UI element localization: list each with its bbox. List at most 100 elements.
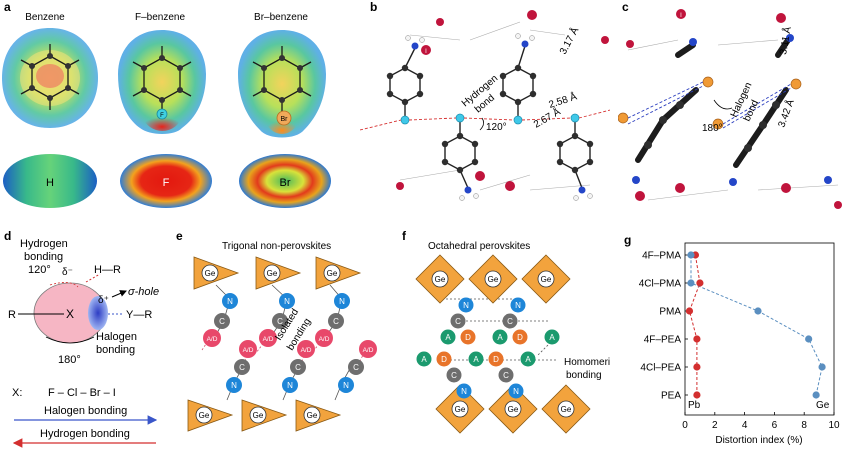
benzene-side-view: H	[3, 154, 97, 208]
f-benzene-side-view: F	[120, 154, 212, 208]
ad-label-e-3: A/D	[319, 336, 330, 343]
n-label-f-2: N	[515, 301, 521, 310]
data-point-pb	[696, 279, 704, 287]
ge-triangles-top	[193, 256, 362, 290]
bonding-schematic: Hydrogen bonding 120° δ⁻ H—R δ⁺ σ-hole R…	[8, 238, 159, 448]
ad-label-e-6: A/D	[363, 347, 374, 354]
angle-120-label: 120°	[28, 264, 51, 276]
c-label-f-2: C	[507, 317, 513, 326]
c-label-f-1: C	[455, 317, 461, 326]
hydrogen-bonding-arrow-label: Hydrogen bonding	[40, 428, 130, 440]
c-label-f-3: C	[451, 371, 457, 380]
octahedral-perovskite-schematic: Octahedral perovskites Ge Ge Ge Ge Ge Ge	[415, 241, 615, 434]
x-atom-label: X	[66, 307, 74, 321]
c-label-e-3: C	[333, 317, 339, 326]
iodide-label: I	[425, 49, 427, 55]
ge-label-e-4: Ge	[199, 411, 210, 420]
title-benzene: Benzene	[25, 12, 65, 23]
y-tick-label: 4Cl–PEA	[640, 363, 681, 374]
angle-120: 120°	[486, 122, 507, 133]
x-tick-label: 6	[772, 420, 778, 431]
n-label-e-2: N	[284, 297, 290, 306]
d-label-f-2: D	[517, 333, 523, 342]
panel-label-d: d	[4, 229, 12, 243]
panel-b: b	[359, 0, 611, 215]
data-point-ge	[687, 279, 695, 287]
organic-chains-lower	[226, 340, 377, 393]
ad-label-e-4: A/D	[243, 347, 254, 354]
data-point-pb	[693, 363, 701, 371]
data-point-pb	[685, 307, 694, 315]
ge-label-e-5: Ge	[253, 411, 264, 420]
panel-label-f: f	[402, 229, 406, 243]
x-axis-title: Distortion index (%)	[715, 435, 802, 446]
ad-label-e-5: A/D	[301, 347, 312, 354]
a-label-f-6: A	[525, 355, 531, 364]
data-point-ge	[818, 363, 826, 371]
n-label-e-1: N	[227, 297, 233, 306]
n-label-f-4: N	[513, 387, 519, 396]
x-tick-label: 10	[828, 420, 840, 431]
y-tick-label: PEA	[661, 391, 681, 402]
y-tick-label: 4F–PMA	[642, 251, 681, 262]
ge-label-f-1: Ge	[435, 275, 446, 284]
data-point-ge	[812, 391, 820, 399]
panel-label-e: e	[176, 229, 183, 243]
electrostatic-potential-maps: Benzene F–benzene Br–benzene	[2, 12, 331, 208]
panel-label-g: g	[624, 233, 632, 247]
band-label-br: Br	[280, 177, 291, 189]
panel-d: d Hydrogen bonding 120° δ⁻ H—R δ⁺ σ-hole…	[0, 225, 170, 448]
organic-layer	[416, 297, 560, 399]
ge-label-f-4: Ge	[455, 405, 466, 414]
a-label-f-4: A	[421, 355, 427, 364]
distance-3-11: 3.11 Å	[776, 25, 794, 55]
c-label-e-5: C	[295, 363, 301, 372]
c-label-e-1: C	[219, 317, 225, 326]
panel-f: f Octahedral perovskites Ge Ge Ge Ge Ge …	[398, 225, 615, 448]
h-r-label: H—R	[94, 264, 121, 276]
delta-minus: δ⁻	[62, 267, 73, 278]
ad-label-e-1: A/D	[207, 336, 218, 343]
panel-label-a: a	[4, 0, 11, 14]
ge-label-f-6: Ge	[561, 405, 572, 414]
iodide-ions	[396, 10, 609, 191]
halogen-bonding-label-1: Halogen	[96, 331, 137, 343]
c-label-e-4: C	[239, 363, 245, 372]
a-label-f-1: A	[445, 333, 451, 342]
ge-triangles-bottom	[187, 399, 342, 432]
bromine-atom	[276, 110, 292, 126]
a-label-f-3: A	[549, 333, 555, 342]
series-label-ge: Ge	[816, 400, 830, 411]
homomeric-label-1: Homomeric	[564, 357, 610, 368]
halogen-bonding-label-2: bonding	[96, 344, 135, 356]
trigonal-non-perovskite-schematic: Trigonal non-perovskites Ge Ge Ge	[187, 241, 377, 432]
panel-label-b: b	[370, 0, 378, 14]
sigma-hole-label: σ-hole	[128, 286, 159, 298]
angle-180-label: 180°	[58, 354, 81, 366]
trigonal-title: Trigonal non-perovskites	[222, 241, 331, 252]
angle-180: 180°	[702, 123, 723, 134]
f-benzene-esp-surface: F	[118, 30, 206, 134]
band-label-f: F	[163, 177, 170, 189]
ge-label-e-2: Ge	[267, 269, 278, 278]
panel-e: e Trigonal non-perovskites Ge Ge Ge	[172, 225, 394, 448]
y-tick-label: 4F–PEA	[644, 335, 682, 346]
ge-label-f-2: Ge	[488, 275, 499, 284]
panel-a: a Benzene F–benzene Br–benzene	[0, 0, 340, 215]
series-line-pb	[688, 254, 701, 395]
halogen-bonding-arrow-label: Halogen bonding	[44, 405, 127, 417]
halogen-bond-structure: I 3.11 Å 3.42 Å Halogen bond 180°	[617, 9, 842, 209]
hydrogen-bond-structure: I 3.17 Å 2.58 Å 2.67 Å Hydrogen bond 120…	[359, 10, 611, 201]
ge-label-e-1: Ge	[205, 269, 216, 278]
panel-label-c: c	[622, 0, 629, 14]
homomeric-label-2: bonding	[566, 370, 602, 381]
organic-chains-upper	[203, 293, 350, 347]
a-label-f-2: A	[497, 333, 503, 342]
delta-plus: δ⁺	[98, 295, 109, 306]
c-label-f-4: C	[503, 371, 509, 380]
hydrogen-bonding-label-2: bonding	[24, 251, 63, 263]
data-point-ge	[687, 251, 695, 259]
y-tick-label: 4Cl–PMA	[639, 279, 682, 290]
x-tick-label: 0	[682, 420, 688, 431]
